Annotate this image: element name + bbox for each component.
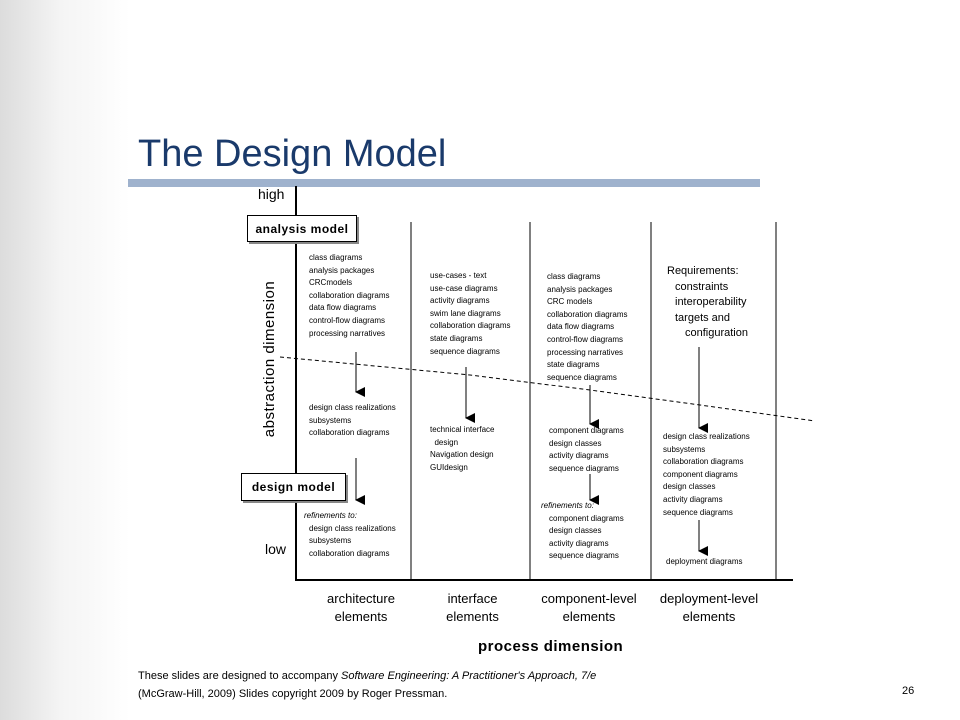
analysis-model-box: analysis model xyxy=(247,215,357,242)
list-item: design classes xyxy=(663,482,716,492)
slide-footer: These slides are designed to accompany S… xyxy=(138,667,596,703)
page-number: 26 xyxy=(902,685,915,697)
column-label-line: interface xyxy=(447,591,498,606)
column-label-interface: interface elements xyxy=(425,590,520,626)
list-item: technical interface xyxy=(430,425,495,434)
list-item: interoperability xyxy=(675,296,747,308)
column-label-deployment: deployment-level elements xyxy=(651,590,767,626)
y-axis-high-label: high xyxy=(258,186,285,202)
list-item: state diagrams xyxy=(547,360,600,370)
list-item: collaboration diagrams xyxy=(547,309,628,319)
y-axis-label: abstraction dimension xyxy=(261,280,278,438)
footer-line-1: These slides are designed to accompany S… xyxy=(138,667,596,685)
architecture-refinements-list: refinements to: design class realization… xyxy=(304,510,396,560)
list-item: component diagrams xyxy=(549,426,624,435)
column-label-line: elements xyxy=(562,609,616,624)
column-label-line: architecture xyxy=(327,591,395,606)
list-item: subsystems xyxy=(663,444,706,454)
list-item: activity diagrams xyxy=(549,538,609,548)
footer-line-2: (McGraw-Hill, 2009) Slides copyright 200… xyxy=(138,688,448,700)
column-label-line: deployment-level xyxy=(659,591,759,606)
list-item: processing narratives xyxy=(547,347,624,357)
list-item: processing narratives xyxy=(309,328,386,338)
column-label-line: elements xyxy=(334,609,388,624)
list-item: state diagrams xyxy=(430,333,483,343)
list-item: activity diagrams xyxy=(549,451,609,461)
list-item: component diagrams xyxy=(549,513,624,523)
list-item: collaboration diagrams xyxy=(309,548,390,558)
y-axis-low-label: low xyxy=(265,541,287,557)
deployment-final-list: deployment diagrams xyxy=(666,556,742,569)
list-item: data flow diagrams xyxy=(547,322,615,332)
list-item: design classes xyxy=(549,438,602,448)
deployment-requirements: Requirements: constraints interoperabili… xyxy=(667,264,748,342)
component-design-list: component diagrams design classes activi… xyxy=(549,425,624,475)
list-item: sequence diagrams xyxy=(549,463,619,473)
requirements-heading: Requirements: xyxy=(667,265,739,277)
list-item: class diagrams xyxy=(547,272,601,281)
list-item: class diagrams xyxy=(309,253,363,262)
deployment-design-list: design class realizations subsystems col… xyxy=(663,431,750,519)
x-axis-label: process dimension xyxy=(478,638,624,655)
list-item: swim lane diagrams xyxy=(430,308,501,318)
column-label-component: component-level elements xyxy=(531,590,647,626)
column-label-line: elements xyxy=(682,609,736,624)
column-label-architecture: architecture elements xyxy=(306,590,416,626)
list-item: sequence diagrams xyxy=(549,551,619,561)
component-refinements-list: refinements to: component diagrams desig… xyxy=(541,500,624,563)
interface-design-list: technical interface design Navigation de… xyxy=(430,424,494,474)
list-item: use-cases - text xyxy=(430,271,487,280)
list-item: Navigation design xyxy=(430,450,494,460)
list-item: collaboration diagrams xyxy=(430,321,511,331)
list-item: collaboration diagrams xyxy=(309,290,390,300)
list-item: collaboration diagrams xyxy=(309,428,390,438)
list-item: use-case diagrams xyxy=(430,283,498,293)
list-item: deployment diagrams xyxy=(666,557,743,566)
footer-text: These slides are designed to accompany xyxy=(138,670,342,682)
list-item: CRCmodels xyxy=(309,278,353,288)
interface-analysis-list: use-cases - text use-case diagrams activ… xyxy=(430,270,511,358)
list-item: subsystems xyxy=(309,415,352,425)
architecture-analysis-list: class diagrams analysis packages CRCmode… xyxy=(309,252,390,340)
list-item: control-flow diagrams xyxy=(309,315,386,325)
list-item: constraints xyxy=(675,280,729,293)
list-item: analysis packages xyxy=(309,265,375,275)
list-item: sequence diagrams xyxy=(547,372,617,382)
list-item: configuration xyxy=(685,327,748,339)
list-item: sequence diagrams xyxy=(663,507,733,517)
list-item: design classes xyxy=(549,526,602,536)
list-item: design class realizations xyxy=(309,403,396,412)
title-underline xyxy=(128,179,760,187)
list-item: activity diagrams xyxy=(430,296,490,306)
component-analysis-list: class diagrams analysis packages CRC mod… xyxy=(547,271,628,384)
architecture-design-list: design class realizations subsystems col… xyxy=(309,402,396,440)
column-label-line: elements xyxy=(446,609,499,624)
list-item: design class realizations xyxy=(663,432,750,441)
list-item: GUIdesign xyxy=(430,462,468,472)
design-model-box: design model xyxy=(241,473,346,501)
list-item: analysis packages xyxy=(547,284,613,294)
list-item: data flow diagrams xyxy=(309,303,377,313)
list-item: activity diagrams xyxy=(663,494,723,504)
footer-book-title: Software Engineering: A Practitioner's A… xyxy=(341,670,597,682)
list-item: design class realizations xyxy=(309,523,396,533)
list-item: collaboration diagrams xyxy=(663,457,744,467)
list-item: subsystems xyxy=(309,536,352,546)
list-item: control-flow diagrams xyxy=(547,334,624,344)
list-item: sequence diagrams xyxy=(430,346,500,356)
column-label-line: component-level xyxy=(541,591,637,606)
refinements-label: refinements to: xyxy=(541,501,594,510)
refinements-label: refinements to: xyxy=(304,511,357,520)
slide-title: The Design Model xyxy=(138,133,447,175)
list-item: design xyxy=(430,437,459,447)
list-item: targets and xyxy=(675,311,731,324)
list-item: CRC models xyxy=(547,297,593,307)
list-item: component diagrams xyxy=(663,469,738,479)
